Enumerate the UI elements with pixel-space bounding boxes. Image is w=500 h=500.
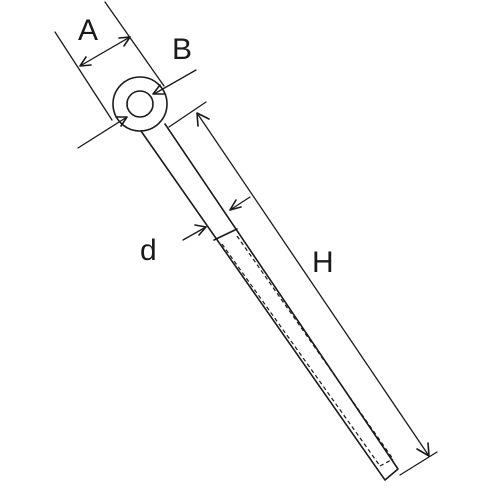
dim-B-arrow-right xyxy=(152,84,165,95)
dim-d-leader-upper xyxy=(229,196,251,211)
dim-d-arrow-upper xyxy=(229,199,242,211)
dim-B-leader-right xyxy=(153,69,197,95)
eye-ring xyxy=(112,76,168,132)
dim-label-d: d xyxy=(140,234,157,267)
dimension-d: d xyxy=(140,196,251,267)
thread-tip-line xyxy=(379,458,394,467)
dimension-H: H xyxy=(168,101,438,476)
eye-outer-circle xyxy=(112,76,168,132)
dim-A-extension-right xyxy=(104,1,165,87)
bolt-shank xyxy=(140,123,399,481)
dim-A-line xyxy=(79,36,131,67)
dim-label-H: H xyxy=(312,246,334,279)
dim-label-A: A xyxy=(78,14,98,47)
dim-A-extension-left xyxy=(54,31,113,121)
dimension-A: A xyxy=(54,1,165,121)
shank-outline xyxy=(140,123,399,481)
dim-H-arrow-bottom xyxy=(416,442,430,457)
dim-B-leader-left xyxy=(77,116,128,149)
thread-dashed-left xyxy=(221,243,381,467)
dim-d-arrow-lower xyxy=(194,224,207,236)
thread-dashed-right xyxy=(236,235,394,460)
dim-H-line xyxy=(196,112,430,457)
dim-H-extension-top xyxy=(168,101,207,128)
eye-inner-hole xyxy=(126,90,154,118)
dim-B-arrow-left xyxy=(115,116,128,127)
dim-d-leader-lower xyxy=(182,226,207,241)
dimension-B: B xyxy=(77,33,197,149)
thread-start-line xyxy=(213,228,238,241)
dim-H-extension-bottom xyxy=(399,451,438,476)
dim-H-arrow-top xyxy=(196,112,210,127)
dim-A-arrow-left xyxy=(79,56,92,67)
dim-A-arrow-right xyxy=(118,36,131,47)
dim-label-B: B xyxy=(172,33,192,66)
